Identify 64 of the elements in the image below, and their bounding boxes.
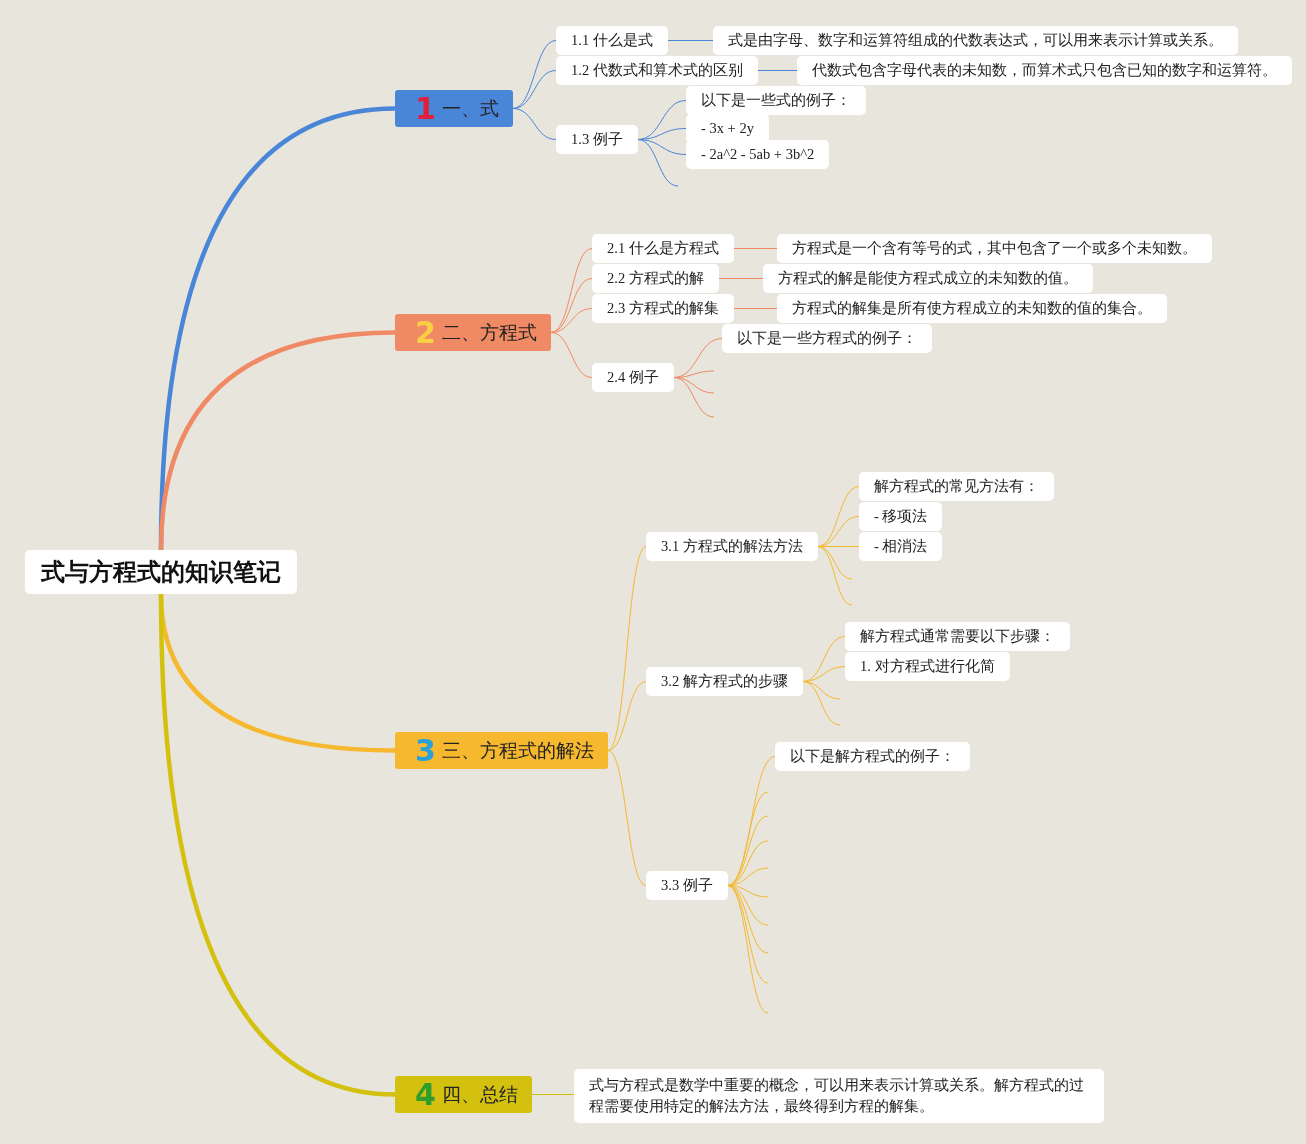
central-topic: 式与方程式的知识笔记 [25, 550, 297, 594]
note-box: 1. 对方程式进行化简 [845, 652, 1010, 681]
connector-line [718, 278, 764, 279]
branch-line [158, 330, 396, 551]
branch-title: 四、总结 [441, 1082, 518, 1107]
note-box: 方程式是一个含有等号的式，其中包含了一个或多个未知数。 [777, 234, 1212, 263]
connector-line [802, 681, 841, 726]
note-box: - 移项法 [859, 502, 943, 531]
connector-line [512, 108, 557, 140]
note-box: 解方程式的常见方法有： [859, 472, 1054, 501]
connector-line [673, 377, 715, 418]
note-box: 方程式的解集是所有使方程成立的未知数的值的集合。 [777, 294, 1167, 323]
connector-line [607, 546, 647, 751]
connector-line [727, 815, 769, 886]
note-box: 2.1 什么是方程式 [592, 234, 734, 263]
topic-box [395, 90, 513, 127]
branch-title: 二、方程式 [441, 320, 537, 345]
note-box: 式是由字母、数字和运算符组成的代数表达式，可以用来表示计算或关系。 [713, 26, 1238, 55]
topic-box [395, 1076, 532, 1113]
branch-number: 4 [415, 1079, 436, 1110]
branch-title: 三、方程式的解法 [441, 738, 594, 763]
connector-line [607, 681, 647, 751]
note-box: 3.1 方程式的解法方法 [646, 532, 818, 561]
note-box: 代数式包含字母代表的未知数，而算术式只包含已知的数字和运算符。 [797, 56, 1292, 85]
note-box: - 相消法 [859, 532, 943, 561]
note-box: 方程式的解是能使方程式成立的未知数的值。 [763, 264, 1093, 293]
note-box: 解方程式通常需要以下步骤： [845, 622, 1070, 651]
note-box: 1.3 例子 [556, 125, 638, 154]
note-box: 3.3 例子 [646, 871, 728, 900]
connector-line [550, 278, 593, 333]
note-box: 式与方程式是数学中重要的概念，可以用来表示计算或关系。解方程式的过程需要使用特定的解法方法，最终得到方程的解集。 [574, 1069, 1104, 1123]
topic-box [395, 314, 551, 351]
note-box: 以下是一些式的例子： [686, 86, 866, 115]
branch-title: 一、式 [441, 96, 499, 121]
note-box: 1.1 什么是式 [556, 26, 668, 55]
connector-line [550, 248, 593, 333]
connector-line [607, 750, 647, 886]
connector-line [733, 248, 778, 249]
note-box: - 2a^2 - 5ab + 3b^2 [686, 140, 830, 169]
branch-number: 1 [415, 93, 436, 124]
note-box: 3.2 解方程式的步骤 [646, 667, 803, 696]
note-box: 以下是解方程式的例子： [775, 742, 970, 771]
connector-line [550, 332, 593, 378]
connector-line [727, 840, 769, 886]
connector-line [727, 885, 769, 1014]
connector-line [817, 546, 853, 606]
connector-line [667, 40, 714, 41]
note-box: 以下是一些方程式的例子： [722, 324, 932, 353]
topic-box [395, 732, 608, 769]
note-box: 2.3 方程式的解集 [592, 294, 734, 323]
connector-line [531, 1094, 575, 1095]
branch-number: 2 [415, 317, 436, 348]
connector-line [757, 70, 798, 71]
branch-number: 3 [415, 735, 436, 766]
connector-line [727, 885, 769, 954]
branch-line [158, 593, 396, 1097]
note-box: 2.2 方程式的解 [592, 264, 719, 293]
connector-line [733, 308, 778, 309]
connector-line [802, 636, 846, 682]
note-box: 1.2 代数式和算术式的区别 [556, 56, 758, 85]
note-box: 2.4 例子 [592, 363, 674, 392]
connector-line [512, 40, 557, 109]
connector-line [817, 486, 860, 547]
connector-line [637, 139, 679, 187]
